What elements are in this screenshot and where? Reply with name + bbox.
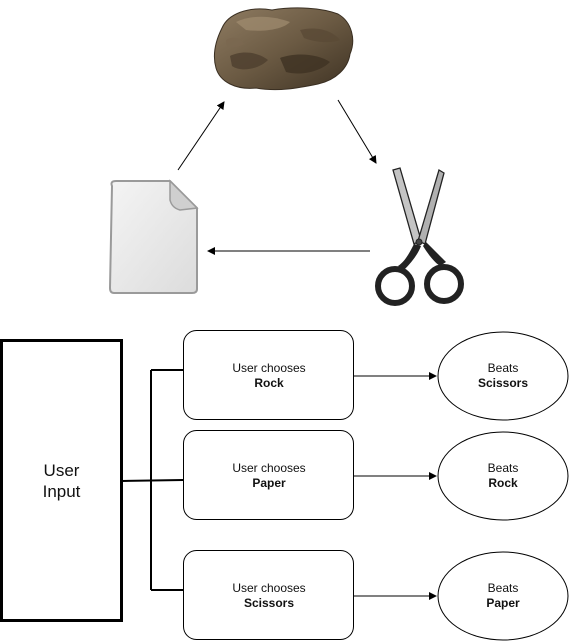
user-input-box (0, 339, 123, 622)
outcome-label-rock: Beats Rock (438, 432, 568, 520)
choice-scissors-line2: Scissors (243, 595, 295, 610)
outcome-paper-line2: Paper (486, 596, 520, 610)
choice-box-scissors (183, 550, 354, 640)
choice-rock-line1: User chooses (232, 360, 306, 375)
outcome-rock-line1: Beats (487, 461, 519, 475)
choice-box-paper (183, 430, 354, 520)
scissors-icon (375, 167, 464, 306)
outcome-ellipse-scissors (437, 331, 569, 421)
user-input-line1: User (43, 460, 80, 480)
branch-connector (121, 369, 184, 591)
outcome-ellipse-paper (437, 551, 569, 641)
choice-box-rock (183, 330, 354, 420)
rock-icon (213, 7, 354, 91)
choice-label-paper: User chooses Paper (184, 431, 354, 520)
user-input-line2: Input (42, 481, 81, 501)
choice-rock-line2: Rock (254, 375, 284, 390)
outcome-rock-line2: Rock (488, 476, 518, 490)
paper-icon (108, 179, 199, 294)
outcome-ellipse-rock (437, 431, 569, 521)
outcome-scissors-line1: Beats (487, 361, 519, 375)
choice-paper-line2: Paper (252, 475, 286, 490)
choice-label-rock: User chooses Rock (184, 331, 354, 420)
arrow-rock-to-scissors (337, 99, 377, 164)
outcome-label-paper: Beats Paper (438, 552, 568, 640)
arrow-paper-to-rock (177, 101, 225, 171)
outcome-label-scissors: Beats Scissors (438, 332, 568, 420)
outcome-scissors-line2: Scissors (477, 376, 529, 390)
user-input-label: User Input (1, 340, 122, 621)
choice-paper-line1: User chooses (232, 460, 306, 475)
choice-label-scissors: User chooses Scissors (184, 551, 354, 640)
choice-scissors-line1: User chooses (232, 580, 306, 595)
outcome-paper-line1: Beats (487, 581, 519, 595)
